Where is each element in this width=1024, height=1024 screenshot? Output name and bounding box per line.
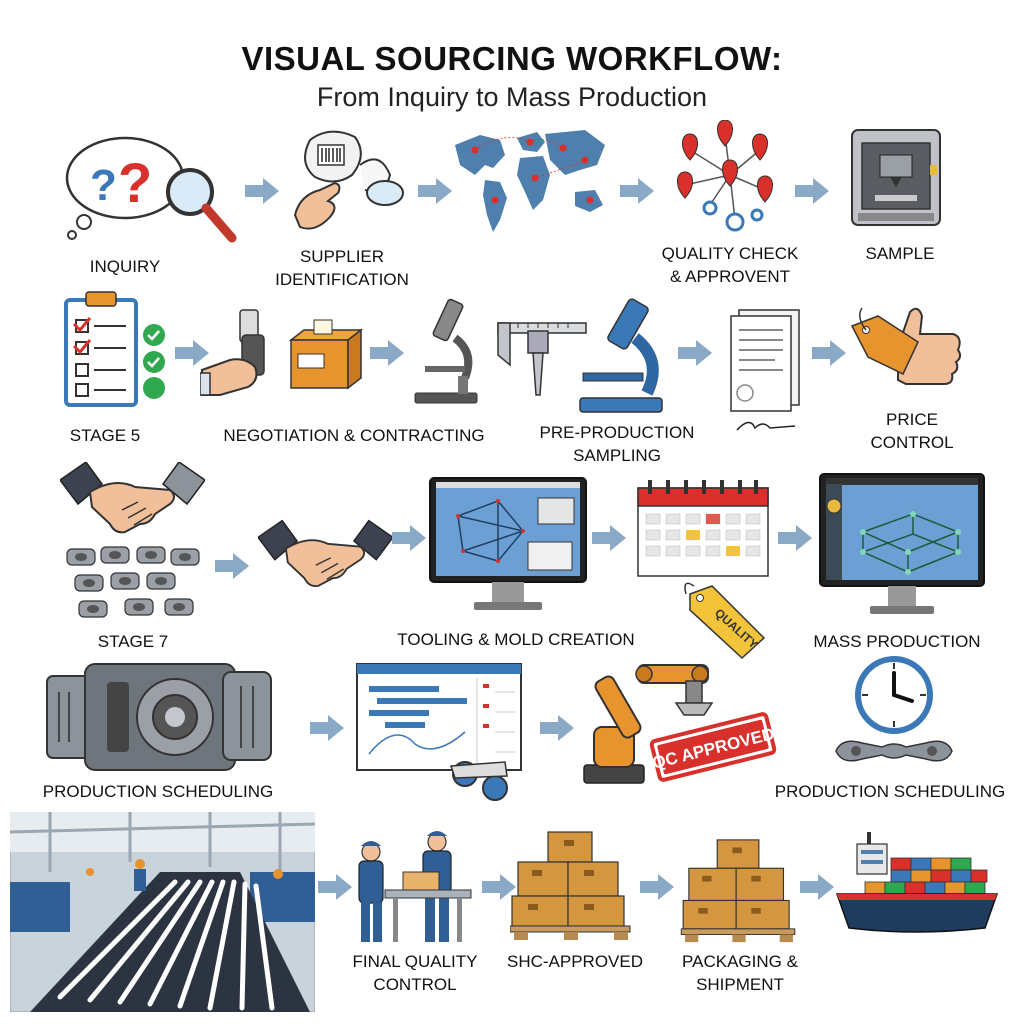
label-negotiation: NEGOTIATION & CONTRACTING [223, 426, 485, 445]
label-shc-approved: SHC-APPROVED [506, 952, 644, 971]
robot-arm-stamp-icon: QC APPROVED [583, 664, 776, 784]
cad-monitor-icon [429, 477, 587, 610]
checklist-clipboard-icon [64, 291, 165, 407]
gantt-chart-screen-icon [356, 663, 522, 801]
3d-model-monitor-icon [819, 473, 985, 614]
arrow-icon [592, 525, 626, 551]
hand-scanning-barcode-icon [293, 130, 404, 230]
arrow-icon [812, 340, 846, 366]
label-production-scheduling-right: PRODUCTION SCHEDULING [774, 782, 1006, 801]
factory-conveyor-scene-icon [10, 812, 315, 1012]
arrow-icon [310, 715, 344, 741]
label-sample: SAMPLE [865, 244, 935, 263]
3d-printer-icon [851, 129, 941, 226]
arrow-icon [540, 715, 574, 741]
arrow-icon [370, 340, 404, 366]
arrow-icon [215, 553, 249, 579]
label-mass-production: MASS PRODUCTION [813, 632, 981, 651]
label-production-scheduling-left: PRODUCTION SCHEDULING [42, 782, 274, 801]
quality-tag-icon: QUALITY [684, 582, 766, 660]
arrow-icon [795, 178, 829, 204]
arrow-icon [640, 874, 674, 900]
label-inquiry: INQUIRY [89, 257, 161, 276]
world-map-pins-icon [455, 130, 605, 232]
metal-washers-icon [66, 546, 200, 618]
arrow-icon [175, 340, 209, 366]
arrow-icon [778, 525, 812, 551]
container-ship-icon [835, 832, 999, 933]
hand-holding-phone-icon [200, 309, 265, 396]
boxes-on-pallet-icon [680, 839, 796, 943]
arrow-icon [482, 874, 516, 900]
handshake-icon [60, 462, 205, 534]
network-pins-icon [677, 120, 773, 232]
label-quality-check: QUALITY CHECK& APPROVENT [661, 244, 799, 286]
arrow-icon [418, 178, 452, 204]
arrow-icon [678, 340, 712, 366]
arrow-icon [800, 874, 834, 900]
label-stage-5: STAGE 5 [69, 426, 141, 445]
clock-bolts-icon [835, 656, 953, 762]
arrow-icon [318, 874, 352, 900]
question-mark-red: ? [118, 151, 152, 214]
label-tooling: TOOLING & MOLD CREATION [397, 630, 635, 649]
boxes-on-pallet-icon [510, 831, 631, 940]
arrow-icon [245, 178, 279, 204]
label-packaging: PACKAGING &SHIPMENT [682, 952, 798, 994]
calendar-icon [637, 480, 769, 577]
box-icon [288, 319, 364, 390]
diagram-title: VISUAL SOURCING WORKFLOW: [241, 40, 783, 77]
workers-inspection-icon [358, 831, 472, 942]
industrial-gearbox-icon [46, 663, 272, 771]
arrow-icon [620, 178, 654, 204]
thought-bubble-magnifier-icon: ? ? [65, 136, 237, 243]
microscope-icon [414, 298, 478, 404]
diagram-subtitle: From Inquiry to Mass Production [316, 82, 708, 112]
handshake-icon [258, 519, 393, 587]
caliper-icon [497, 322, 587, 396]
label-stage-7: STAGE 7 [97, 632, 169, 651]
question-mark-blue: ? [90, 161, 117, 210]
contract-document-icon [730, 309, 800, 431]
blue-microscope-icon [579, 298, 663, 413]
arrow-icon [392, 525, 426, 551]
thumbs-up-tag-icon [850, 307, 962, 385]
